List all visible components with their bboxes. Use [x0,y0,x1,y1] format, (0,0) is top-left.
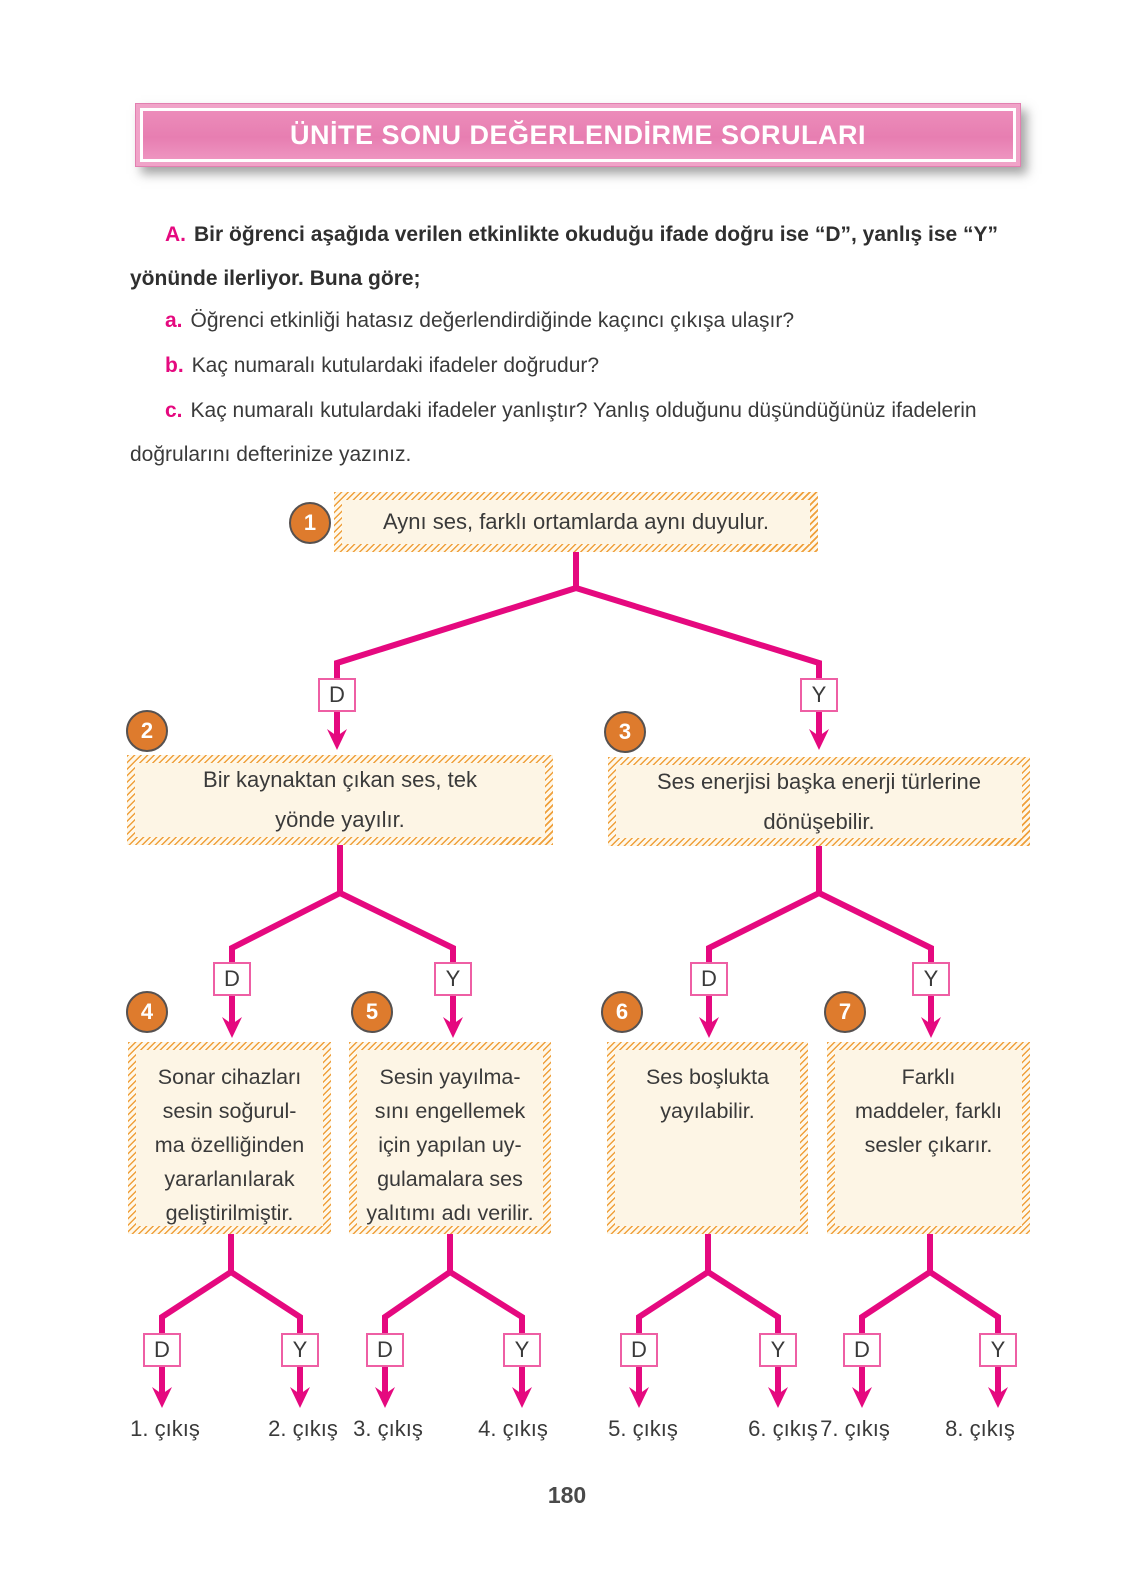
exit-label-7: 7. çıkış [820,1416,890,1441]
exit-label-3: 3. çıkış [353,1416,423,1441]
branch-d-from-7: D [843,1333,881,1367]
page-number: 180 [547,1482,587,1508]
question-intro-text: Bir öğrenci aşağıda verilen etkinlikte o… [130,223,999,290]
branch-y-from-7: Y [979,1333,1017,1367]
node-number-badge-2: 2 [126,710,168,752]
branch-letter: Y [923,966,939,991]
branch-letter: Y [514,1337,530,1362]
branch-letter: Y [292,1337,308,1362]
connector-tree-7 [859,1234,1001,1396]
branch-y-from-5: Y [503,1333,541,1367]
branch-letter: D [154,1337,170,1362]
section-header-banner: ÜNİTE SONU DEĞERLENDİRME SORULARI [135,103,1021,167]
branch-letter: D [701,966,717,991]
banner-inner-frame: ÜNİTE SONU DEĞERLENDİRME SORULARI [140,108,1016,162]
branch-d-from-2: D [213,962,251,996]
section-title: ÜNİTE SONU DEĞERLENDİRME SORULARI [289,119,867,150]
node-number-badge-4: 4 [126,991,168,1033]
statement-box-5: Sesin yayılma- sını engellemek için yapı… [349,1042,551,1234]
branch-letter: D [854,1337,870,1362]
badge-1-number: 1 [303,510,317,535]
exit-label-2: 2. çıkış [268,1416,338,1441]
exit-label-1: 1. çıkış [130,1416,200,1441]
connector-tree-4 [159,1234,303,1396]
branch-letter: D [224,966,240,991]
statement-box-3: Ses enerjisi başka enerji türlerine dönü… [608,757,1030,846]
item-c-text: Kaç numaralı kutulardaki ifadeler yanlış… [130,399,977,466]
branch-letter: Y [770,1337,786,1362]
item-b-text: Kaç numaralı kutulardaki ifadeler doğrud… [191,354,600,377]
branch-d-from-5: D [366,1333,404,1367]
statement-box-2: Bir kaynaktan çıkan ses, tek yönde yayıl… [127,755,553,845]
branch-d-from-6: D [620,1333,658,1367]
branch-y-from-6: Y [759,1333,797,1367]
badge-6-number: 6 [615,999,629,1024]
branch-letter: Y [445,966,461,991]
item-a-label: a. [165,309,183,332]
item-a-text: Öğrenci etkinliği hatasız değerlendirdiğ… [190,309,794,332]
question-item-b: b. Kaç numaralı kutulardaki ifadeler doğr… [130,344,1014,388]
statement-box-7: Farklı maddeler, farklı sesler çıkarır. [827,1042,1030,1234]
statement-6-text: Ses boşlukta yayılabilir. [645,1065,770,1123]
exit-label-8: 8. çıkış [945,1416,1015,1441]
badge-5-number: 5 [365,999,379,1024]
item-b-label: b. [165,354,184,377]
statement-box-1: Aynı ses, farklı ortamlarda aynı duyulur… [334,492,818,552]
statement-box-6: Ses boşlukta yayılabilir. [607,1042,808,1234]
connector-tree-1 [334,552,822,738]
statement-5-text: Sesin yayılma- sını engellemek için yapı… [366,1065,534,1225]
branch-letter: Y [811,682,827,707]
branch-y-from-3: Y [912,962,950,996]
statement-3-text: Ses enerjisi başka enerji türlerine dönü… [656,768,982,834]
branch-letter: D [377,1337,393,1362]
node-number-badge-6: 6 [601,991,643,1033]
connector-tree-2 [229,845,456,1026]
statement-1-text: Aynı ses, farklı ortamlarda aynı duyulur… [383,509,769,534]
branch-letter: D [329,682,345,707]
badge-2-number: 2 [140,718,154,743]
question-label-A: A. [165,223,186,246]
node-number-badge-1: 1 [289,502,331,544]
statement-4-text: Sonar cihazları sesin soğurul- ma özelli… [154,1065,305,1225]
node-number-badge-3: 3 [604,711,646,753]
statement-7-text: Farklı maddeler, farklı sesler çıkarır. [855,1065,1002,1157]
branch-d-from-3: D [690,962,728,996]
branch-letter: Y [990,1337,1006,1362]
item-c-label: c. [165,399,183,422]
branch-y-from-4: Y [281,1333,319,1367]
question-intro: A.Bir öğrenci aşağıda verilen etkinlikte… [130,213,1014,301]
connector-tree-5 [382,1234,525,1396]
branch-d-from-4: D [143,1333,181,1367]
statement-2-text: Bir kaynaktan çıkan ses, tek yönde yayıl… [203,767,477,832]
branch-y-from-1: Y [800,678,838,712]
question-item-c: c.Kaç numaralı kutulardaki ifadeler yanl… [130,389,1014,477]
node-number-badge-7: 7 [824,991,866,1033]
node-number-badge-5: 5 [351,991,393,1033]
branch-y-from-2: Y [434,962,472,996]
exit-label-5: 5. çıkış [608,1416,678,1441]
branch-d-from-1: D [318,678,356,712]
connector-tree-3 [706,846,934,1026]
exit-label-4: 4. çıkış [478,1416,548,1441]
statement-box-4: Sonar cihazları sesin soğurul- ma özelli… [128,1042,331,1234]
exit-label-6: 6. çıkış [748,1416,818,1441]
connector-tree-6 [636,1234,781,1396]
badge-7-number: 7 [838,999,852,1024]
badge-3-number: 3 [618,719,632,744]
badge-4-number: 4 [140,999,154,1024]
question-item-a: a. Öğrenci etkinliği hatasız değerlendird… [130,299,1014,343]
branch-letter: D [631,1337,647,1362]
